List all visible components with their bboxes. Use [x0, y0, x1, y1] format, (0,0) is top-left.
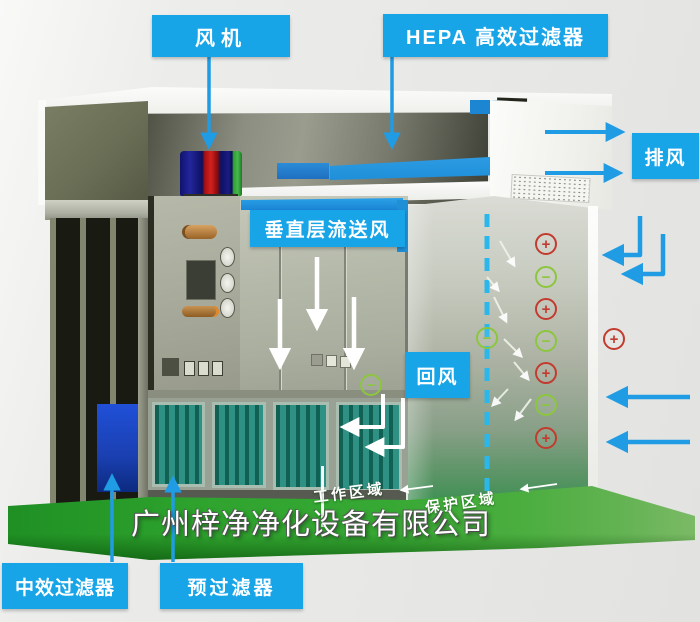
chamber-side-wall	[408, 196, 592, 502]
prefilter-grille-panel	[212, 402, 266, 488]
fan-label: 风机	[152, 15, 290, 57]
control-screen	[186, 260, 216, 300]
recirculation-arrows	[601, 216, 666, 286]
tower-right-post	[138, 218, 148, 510]
hepa-filter-label: HEPA 高效过滤器	[383, 14, 608, 57]
canopy-side-panel	[45, 101, 148, 201]
hepa-front-strip	[241, 198, 403, 210]
door-lock	[340, 356, 351, 368]
switch-small	[212, 361, 223, 376]
cabinet-base-band	[148, 390, 408, 400]
door-lock	[326, 355, 337, 367]
wall-right-trim	[588, 206, 598, 490]
prefilter-grille-panel	[152, 402, 205, 487]
door-seam	[344, 200, 346, 392]
positive-pressure-icon: +	[535, 362, 557, 384]
positive-pressure-icon: +	[535, 427, 557, 449]
negative-pressure-icon: −	[476, 327, 498, 349]
door-handle	[182, 306, 216, 317]
hepa-filter-slab-left	[277, 163, 329, 179]
canopy-beam	[45, 200, 148, 220]
door-handle	[185, 225, 217, 239]
medium-filter-label: 中效过滤器	[2, 563, 128, 609]
positive-pressure-icon: +	[603, 328, 625, 350]
door-lock	[311, 354, 323, 366]
medium-filter-panel	[97, 404, 138, 492]
pre-filter-label: 预过滤器	[160, 563, 303, 609]
switch-block	[162, 358, 179, 376]
company-watermark: 广州梓净净化设备有限公司	[131, 507, 492, 541]
control-panel	[148, 196, 240, 392]
switch-small	[198, 361, 209, 376]
canopy-left-edge	[38, 100, 46, 205]
exhaust-label: 排风	[632, 133, 699, 179]
negative-pressure-icon: −	[360, 374, 382, 396]
door-seam	[405, 200, 408, 396]
positive-pressure-icon: +	[535, 233, 557, 255]
door-seam	[279, 200, 281, 392]
prefilter-grille-panel	[273, 402, 329, 490]
panel-button	[220, 273, 235, 293]
negative-pressure-icon: −	[535, 266, 557, 288]
return-air-label: 回风	[405, 352, 470, 398]
vertical-laminar-supply-label: 垂直层流送风	[250, 210, 405, 247]
exhaust-grille	[510, 173, 591, 204]
floor-boundary-line	[321, 466, 324, 527]
negative-pressure-icon: −	[535, 330, 557, 352]
positive-pressure-icon: +	[535, 298, 557, 320]
panel-button	[220, 247, 235, 267]
panel-button	[220, 298, 235, 318]
air-intake-arrows	[605, 385, 690, 454]
negative-pressure-icon: −	[535, 394, 557, 416]
fan-unit	[180, 151, 242, 196]
prefilter-grille-row	[148, 398, 408, 492]
switch-small	[184, 361, 195, 376]
